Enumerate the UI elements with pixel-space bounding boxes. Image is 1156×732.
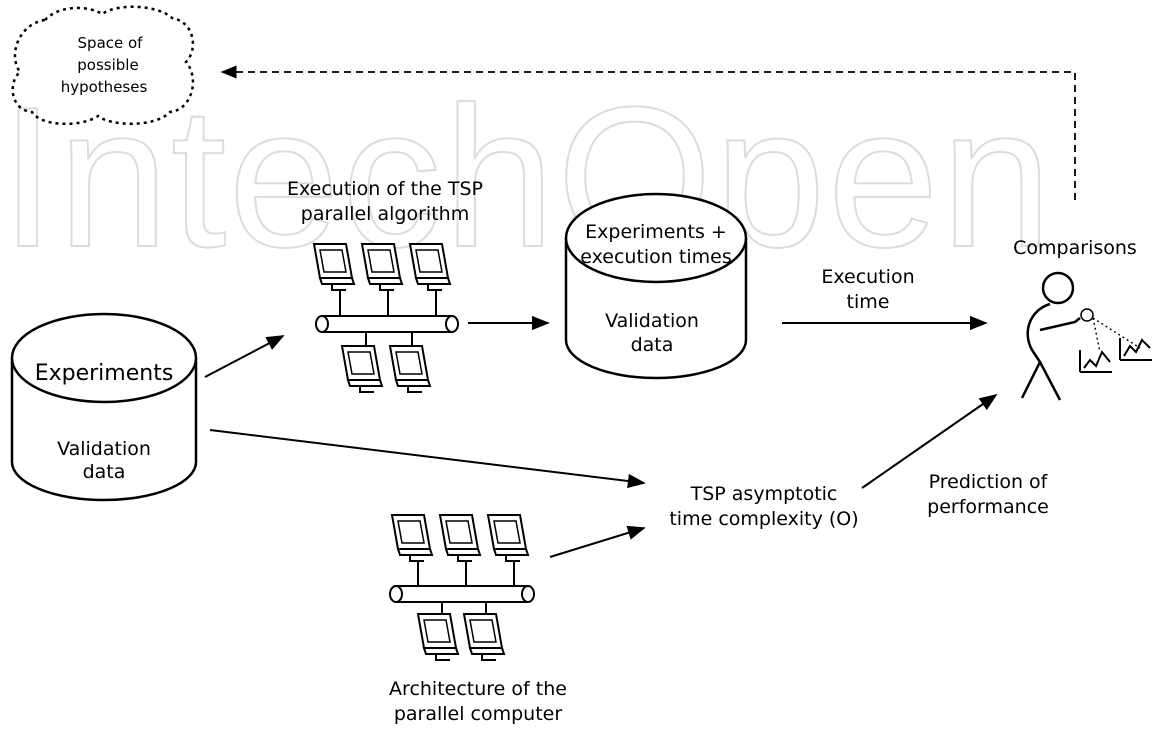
- computer-icon: [389, 345, 431, 393]
- arrow-architecture-to-complexity: [549, 525, 646, 558]
- execution-line1: Execution of the TSP: [287, 178, 483, 200]
- experiments-title: Experiments: [35, 361, 174, 386]
- results-title2: execution times: [580, 246, 731, 268]
- network-bus: [396, 585, 528, 603]
- mini-chart-icon: [1079, 350, 1112, 373]
- execution-cluster: Execution of the TSP parallel algorithm: [287, 178, 483, 393]
- watermark-text: IntechOpen: [0, 66, 1054, 289]
- mini-chart-icon: [1119, 338, 1152, 361]
- person-head: [1041, 271, 1075, 305]
- comparisons-figure: Comparisons: [1013, 237, 1152, 401]
- arrow-experiments-to-execution: [204, 335, 285, 378]
- computer-icon: [463, 613, 505, 661]
- architecture-cluster: Architecture of the parallel computer: [389, 514, 567, 725]
- cloud-outline: [11, 5, 195, 126]
- hypotheses-line3: hypotheses: [61, 78, 148, 96]
- experiments-sub1: Validation: [57, 438, 151, 460]
- experiments-sub2: data: [83, 461, 126, 483]
- comparisons-label: Comparisons: [1013, 237, 1137, 259]
- computer-icon: [341, 345, 383, 393]
- network-bus: [322, 315, 452, 333]
- complexity-line1: TSP asymptotic: [690, 483, 838, 505]
- prediction-line1: Prediction of: [929, 471, 1049, 493]
- results-title1: Experiments +: [585, 221, 727, 243]
- results-cylinder-top: [564, 192, 748, 284]
- person-body: [1020, 302, 1051, 399]
- hypotheses-line1: Space of: [78, 34, 144, 52]
- architecture-line2: parallel computer: [394, 703, 563, 725]
- computer-icon: [417, 613, 459, 661]
- execution-time-line2: time: [847, 291, 890, 313]
- hypotheses-cloud: Space of possible hypotheses: [11, 5, 195, 126]
- hypotheses-line2: possible: [77, 56, 138, 74]
- magnifier-icon: [1080, 308, 1094, 322]
- experiments-database: Experiments Validation data: [10, 312, 198, 502]
- arrow-complexity-to-comparisons: [861, 393, 998, 489]
- prediction-line2: performance: [927, 496, 1049, 518]
- computer-icon: [487, 514, 529, 562]
- results-sub1: Validation: [605, 310, 699, 332]
- arrow-experiments-to-complexity: [209, 429, 646, 489]
- computer-icon: [391, 514, 433, 562]
- execution-time-line1: Execution: [821, 266, 914, 288]
- complexity-line2: time complexity (O): [669, 508, 858, 530]
- feedback-dashed-arrow: [220, 65, 1076, 200]
- results-database: Experiments + execution times Validation…: [564, 192, 748, 380]
- execution-line2: parallel algorithm: [301, 203, 469, 225]
- computer-icon: [439, 514, 481, 562]
- architecture-line1: Architecture of the: [389, 678, 567, 700]
- experiments-cylinder-top: [10, 312, 198, 404]
- results-sub2: data: [631, 334, 674, 356]
